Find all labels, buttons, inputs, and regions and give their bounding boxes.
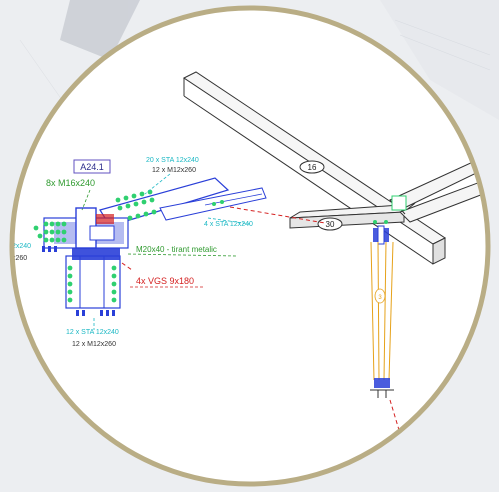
bolts-m16-label: 8x M16x240 (46, 178, 95, 188)
cut-label-left-1: 2x240 (12, 243, 31, 250)
vgs-label: 4x VGS 9x180 (136, 276, 194, 286)
post-base (370, 378, 394, 398)
detail-frame (9, 5, 491, 487)
beam-label-16-text: 16 (308, 163, 317, 172)
ref-box: A24.1 (73, 159, 111, 174)
diagonal-beam (183, 71, 446, 265)
roof-connector (391, 195, 407, 211)
leader-lines-annotations (81, 173, 251, 330)
beam-label-30-text: 30 (326, 220, 335, 229)
ref-box-text: A24.1 (80, 162, 104, 172)
tie-rod-label: M20x40 - tirant metalic (136, 245, 217, 254)
post-top-connector (373, 220, 389, 245)
drawing-content: 16 30 3 (12, 71, 488, 441)
vertical-post (370, 241, 394, 381)
connection-detail (33, 177, 267, 316)
cut-label-left-2: x260 (12, 255, 27, 262)
detail-circle (12, 8, 488, 484)
post-label: 3 (374, 288, 386, 304)
sta-top-label: 20 x STA 12x240 (146, 157, 199, 164)
m12-bottom-label: 12 x M12x260 (72, 341, 116, 348)
m12-top-label: 12 x M12x260 (152, 167, 196, 174)
background-sheets (19, 0, 499, 141)
beam-label-16: 16 (299, 160, 325, 174)
beam-label-30: 30 (317, 217, 343, 231)
post-label-text: 3 (378, 295, 382, 301)
sta-bottom-label: 12 x STA 12x240 (66, 329, 119, 336)
sta-right-label: 4 x STA 12x240 (204, 221, 253, 228)
leader-lines-red (121, 206, 403, 441)
